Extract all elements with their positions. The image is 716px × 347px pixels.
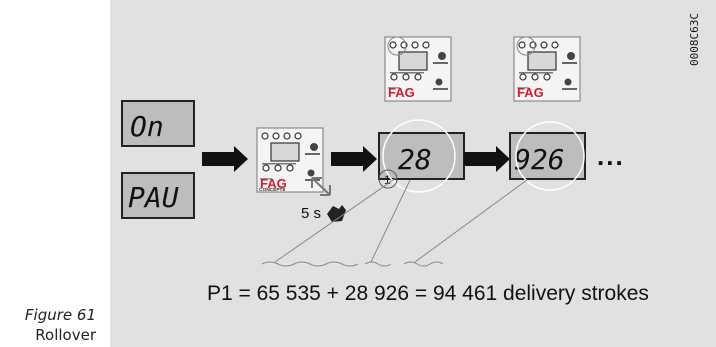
display-low-text: 28 [398, 143, 432, 176]
leader-lines [261, 177, 528, 267]
figure-title: Rollover [35, 326, 96, 344]
key-highlight-1 [387, 36, 407, 56]
device-top-2: FAG [513, 36, 581, 102]
hold-time: 5 s [301, 205, 322, 222]
display-high [509, 132, 586, 180]
continuation-dots: ... [597, 141, 625, 171]
device-top-1: FAG [384, 36, 452, 102]
rollover-formula: P1 = 65 535 + 28 926 = 94 461 delivery s… [207, 282, 649, 305]
highlight-circle-low [382, 119, 456, 193]
display-on-text: On [130, 110, 164, 143]
device-center-subbrand: CONCEPT8 [259, 187, 285, 193]
device-top-1-brand: FAG [388, 85, 415, 100]
key-highlight-2 [516, 36, 536, 56]
display-pau-text: PAU [128, 181, 179, 214]
press-arrow-icon [311, 177, 331, 196]
display-high-text: 926 [514, 143, 565, 176]
callout-circle [378, 169, 398, 189]
display-pau [121, 172, 195, 219]
device-center-brand: FAG [260, 176, 287, 191]
device-center: FAG [256, 127, 324, 193]
device-top-2-brand: FAG [517, 85, 544, 100]
callout-number: 1 [384, 173, 391, 187]
figure-number: Figure 61 [24, 306, 96, 324]
arrow-2 [331, 146, 377, 172]
hand-icon [327, 205, 346, 222]
arrow-3 [464, 146, 510, 172]
highlight-circle-high [515, 121, 585, 191]
arrow-1 [202, 146, 248, 172]
display-on [121, 100, 195, 147]
